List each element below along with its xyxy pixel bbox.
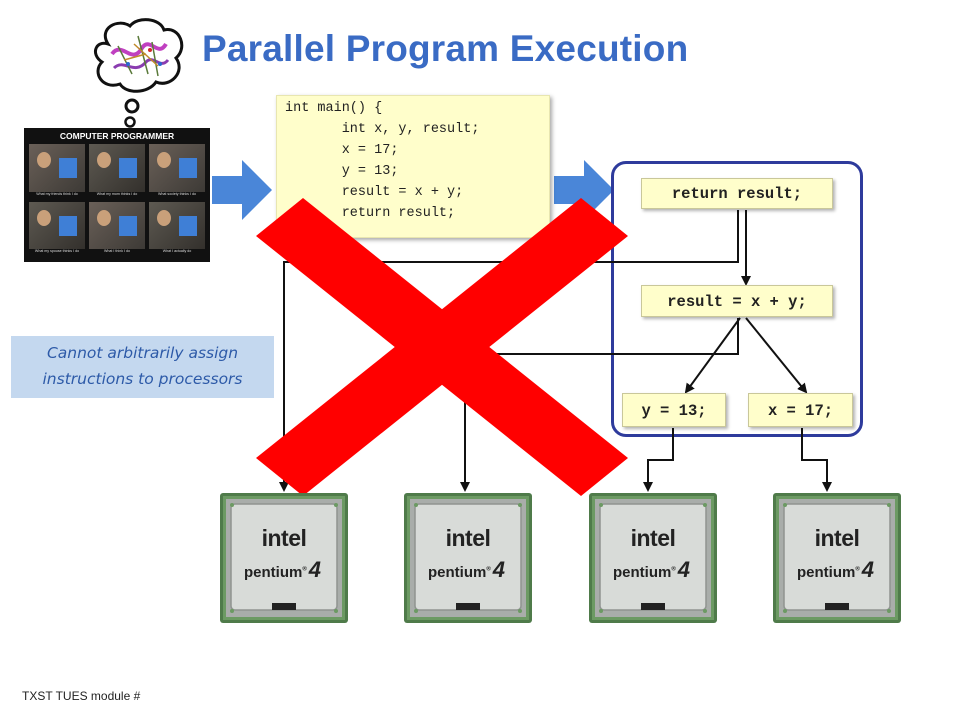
programmer-poster: COMPUTER PROGRAMMER What my friends thin… bbox=[24, 128, 210, 262]
cpu-chip-icon bbox=[220, 493, 348, 623]
x-assign-node: x = 17; bbox=[748, 393, 853, 427]
dispatch-arrow bbox=[460, 318, 739, 492]
cpu-chip-icon bbox=[404, 493, 532, 623]
cpu-model-label: pentium bbox=[428, 564, 487, 581]
processor-1: intel pentium®4 bbox=[220, 493, 348, 623]
poster-caption: What my friends think I do bbox=[36, 192, 78, 196]
thought-bubble-icon bbox=[93, 18, 184, 140]
poster-grid: What my friends think I do What my mom t… bbox=[29, 144, 205, 258]
cpu-chip-icon bbox=[773, 493, 901, 623]
processor-3: intel pentium®4 bbox=[589, 493, 717, 623]
poster-panel: What society thinks I do bbox=[149, 144, 205, 201]
cpu-version-label: 4 bbox=[308, 557, 322, 582]
dependency-graph-frame bbox=[611, 161, 863, 437]
processor-2: intel pentium®4 bbox=[404, 493, 532, 623]
poster-panel: What my friends think I do bbox=[29, 144, 85, 201]
code-line: y = 13; bbox=[285, 164, 399, 179]
cpu-model-label: pentium bbox=[797, 564, 856, 581]
poster-caption: What my spouse thinks I do bbox=[34, 249, 80, 253]
cpu-brand-label: intel bbox=[261, 525, 307, 551]
cpu-version-label: 4 bbox=[861, 557, 875, 582]
note-line-1: Cannot arbitrarily assign bbox=[46, 344, 239, 362]
warning-note: Cannot arbitrarily assign instructions t… bbox=[11, 336, 274, 398]
cpu-version-label: 4 bbox=[677, 557, 691, 582]
edge-arrow bbox=[745, 317, 808, 394]
cpu-model-label: pentium bbox=[244, 564, 303, 581]
cpu-version-label: 4 bbox=[492, 557, 506, 582]
code-line: int main() { bbox=[285, 101, 383, 116]
poster-panel: What my mom thinks I do bbox=[89, 144, 145, 201]
footer-text: TXST TUES module # bbox=[22, 689, 141, 703]
cpu-model-label: pentium bbox=[613, 564, 672, 581]
right-arrow-icon bbox=[554, 160, 614, 220]
dispatch-arrow bbox=[643, 428, 674, 492]
return-node: return result; bbox=[641, 178, 833, 209]
note-line-2: instructions to processors bbox=[42, 370, 243, 388]
code-line: result = x + y; bbox=[285, 185, 464, 200]
poster-panel: What I think I do bbox=[89, 202, 145, 258]
sum-node: result = x + y; bbox=[641, 285, 833, 317]
poster-caption: What I think I do bbox=[104, 249, 130, 253]
code-line: return result; bbox=[285, 206, 456, 221]
code-line: int x, y, result; bbox=[285, 122, 480, 137]
poster-panel: What I actually do bbox=[149, 202, 205, 258]
y-assign-node: y = 13; bbox=[622, 393, 726, 427]
cpu-brand-label: intel bbox=[445, 525, 491, 551]
molecule-icon bbox=[110, 35, 170, 77]
poster-caption: What I actually do bbox=[162, 249, 192, 253]
right-arrow-icon bbox=[212, 160, 272, 220]
processor-4: intel pentium®4 bbox=[773, 493, 901, 623]
cpu-chip-icon bbox=[589, 493, 717, 623]
cpu-brand-label: intel bbox=[814, 525, 860, 551]
poster-panel: What my spouse thinks I do bbox=[29, 202, 85, 258]
red-cross-icon bbox=[256, 198, 628, 496]
code-line: x = 17; bbox=[285, 143, 399, 158]
poster-heading: COMPUTER PROGRAMMER bbox=[59, 131, 175, 141]
dispatch-arrow bbox=[801, 428, 832, 492]
poster-caption: What my mom thinks I do bbox=[96, 192, 138, 196]
poster-caption: What society thinks I do bbox=[158, 192, 196, 196]
cpu-brand-label: intel bbox=[630, 525, 676, 551]
page-title: Parallel Program Execution bbox=[202, 28, 689, 69]
